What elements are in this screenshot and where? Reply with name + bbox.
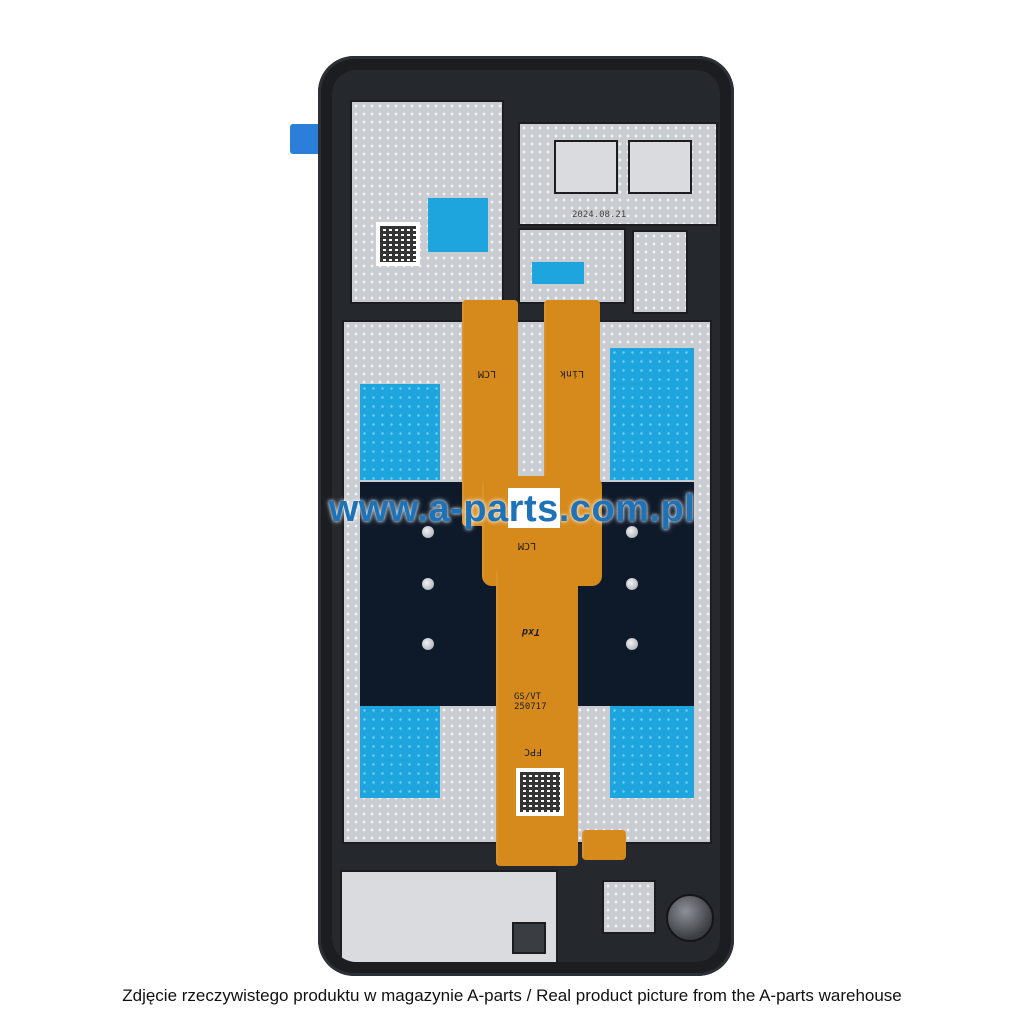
vibration-motor bbox=[666, 894, 714, 942]
earpiece-grill-right bbox=[628, 140, 692, 194]
flex-cable-main bbox=[496, 570, 578, 866]
date-stamp: 2024.08.21 bbox=[572, 210, 627, 220]
caption-text: Zdjęcie rzeczywistego produktu w magazyn… bbox=[122, 986, 902, 1005]
small-blue-pad bbox=[532, 262, 584, 284]
flex-label-gs-code: GS/VT 250717 bbox=[514, 692, 547, 712]
screw bbox=[626, 578, 638, 590]
flex-label-link: Link bbox=[560, 368, 585, 379]
display-back-panel: 2024.08.21 LCM Link LCM Txd GS/VT 250717… bbox=[332, 70, 720, 962]
flex-label-lcm-mid: LCM bbox=[518, 540, 537, 551]
watermark-text: www.a-parts.com.pl bbox=[328, 488, 696, 530]
top-left-shield bbox=[350, 100, 504, 304]
display-frame: 2024.08.21 LCM Link LCM Txd GS/VT 250717… bbox=[318, 56, 734, 976]
qr-code-flex bbox=[516, 768, 564, 816]
flex-label-lcm-top: LCM bbox=[478, 368, 497, 379]
white-label-patch bbox=[508, 488, 560, 528]
flex-cable-tail bbox=[582, 830, 626, 860]
flex-label-fpc: FPC bbox=[524, 746, 543, 757]
blue-film-right-bottom bbox=[610, 706, 694, 798]
screw bbox=[422, 526, 434, 538]
top-blue-pad bbox=[428, 198, 488, 252]
screw bbox=[422, 638, 434, 650]
blue-film-right-top bbox=[610, 348, 694, 480]
bottom-connector-shield bbox=[602, 880, 656, 934]
flex-label-brand: Txd bbox=[522, 626, 541, 637]
blue-film-left-bottom bbox=[360, 706, 440, 798]
charging-port bbox=[512, 922, 546, 954]
qr-code-top bbox=[376, 222, 420, 266]
earpiece-grill bbox=[554, 140, 618, 194]
right-small-shield bbox=[632, 230, 688, 314]
screw bbox=[626, 526, 638, 538]
screw bbox=[422, 578, 434, 590]
blue-film-left-top bbox=[360, 384, 440, 480]
screw bbox=[626, 638, 638, 650]
